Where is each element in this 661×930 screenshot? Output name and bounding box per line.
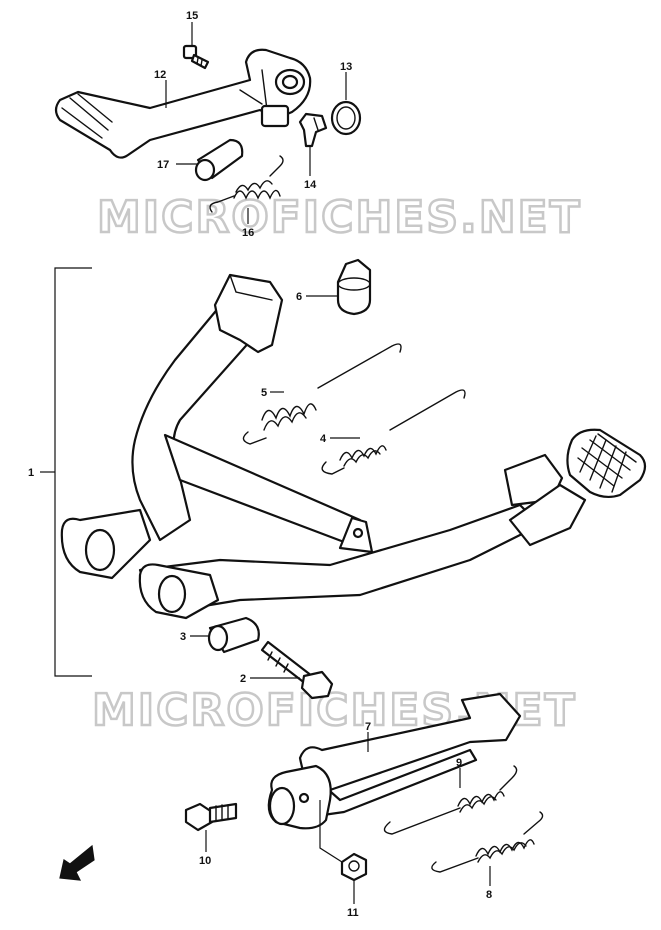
part-3-collar bbox=[207, 616, 260, 654]
part-17-collar bbox=[194, 138, 244, 182]
part-5-spring bbox=[242, 343, 402, 445]
part-16-spring bbox=[209, 155, 284, 213]
callout-16: 16 bbox=[242, 227, 254, 239]
callout-3: 3 bbox=[180, 631, 186, 643]
part-11-nut bbox=[340, 852, 368, 882]
callout-2: 2 bbox=[240, 673, 246, 685]
part-9-spring bbox=[383, 765, 518, 835]
callout-10: 10 bbox=[199, 855, 211, 867]
part-14-clip bbox=[298, 112, 328, 148]
callout-14: 14 bbox=[304, 179, 317, 191]
part-13-washer bbox=[330, 100, 362, 136]
callout-17: 17 bbox=[157, 159, 169, 171]
part-7-side-stand bbox=[267, 692, 522, 830]
part-1-main-stand bbox=[60, 273, 647, 620]
callout-9: 9 bbox=[456, 757, 462, 769]
callout-13: 13 bbox=[340, 61, 352, 73]
front-arrow-icon bbox=[59, 844, 95, 881]
callout-5: 5 bbox=[261, 387, 267, 399]
leader-lines bbox=[40, 22, 491, 904]
callout-4: 4 bbox=[320, 433, 327, 445]
callout-7: 7 bbox=[365, 721, 371, 733]
callout-15: 15 bbox=[186, 10, 198, 22]
watermark-top: MICROFICHES.NET bbox=[97, 192, 582, 243]
part-12-shift-lever bbox=[54, 48, 312, 159]
callout-11: 11 bbox=[347, 907, 359, 919]
callout-6: 6 bbox=[296, 291, 302, 303]
part-8-spring bbox=[431, 811, 544, 873]
part-15-bolt bbox=[182, 44, 210, 70]
part-2-bolt bbox=[260, 640, 334, 700]
callout-12: 12 bbox=[154, 69, 166, 81]
callout-1: 1 bbox=[28, 467, 34, 479]
part-4-spring bbox=[321, 389, 466, 475]
part-6-stopper bbox=[336, 258, 372, 316]
part-10-bolt bbox=[184, 802, 238, 832]
callout-8: 8 bbox=[486, 889, 492, 901]
